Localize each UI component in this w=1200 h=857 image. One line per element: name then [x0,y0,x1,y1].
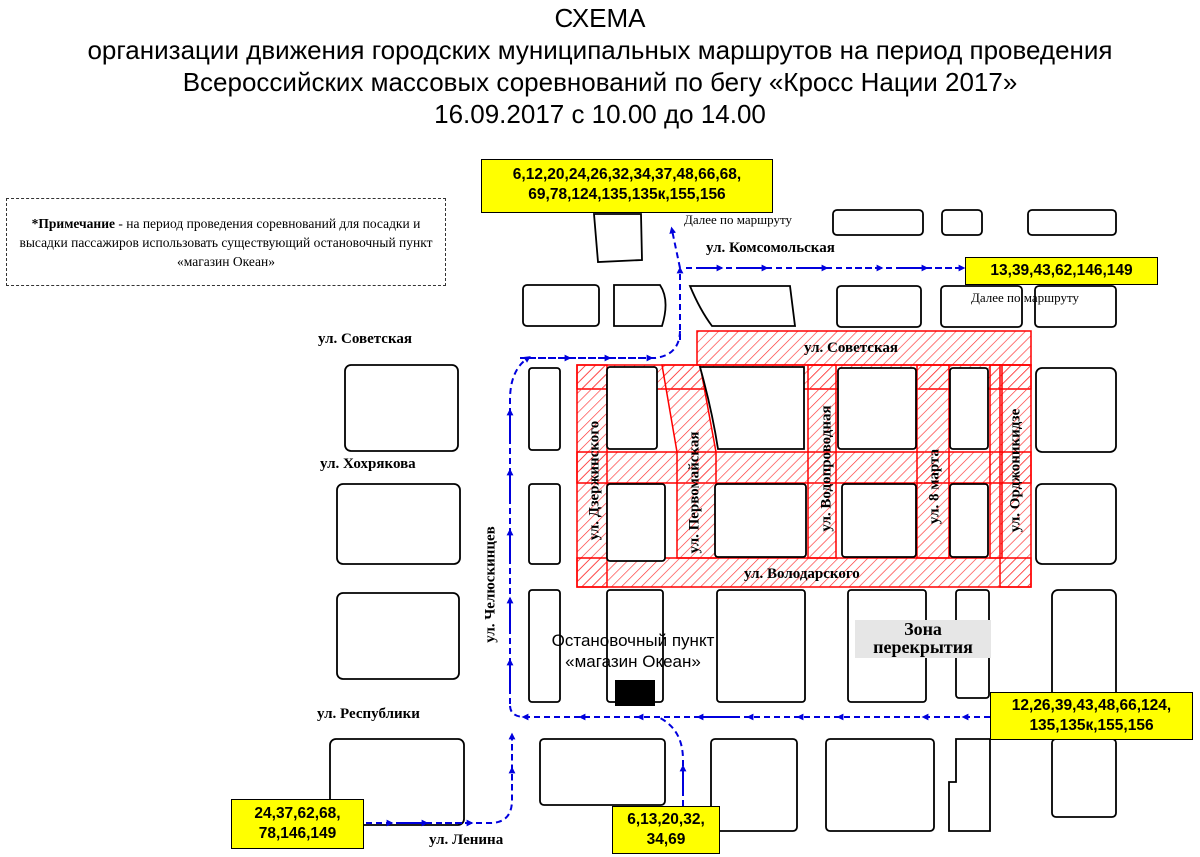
closure-zone-label-line2: перекрытия [873,637,973,657]
bus-stop-label-line2: «магазин Океан» [565,652,701,671]
scheme-date: 16.09.2017 с 10.00 до 14.00 [434,99,766,129]
bus-stop-label-line1: Остановочный пункт [551,631,715,650]
further-route-top: Далее по маршруту [684,212,792,227]
bus-stop-marker [615,680,655,706]
note-text: - на период проведения соревнований для … [19,216,433,269]
note-box: *Примечание - на период проведения сорев… [6,198,446,286]
scheme-title: СХЕМА [554,3,646,33]
route-box-bottom-middle-line1: 6,13,20,32, [627,811,705,828]
route-box-bottom-middle: 6,13,20,32, 34,69 [612,806,720,854]
route-box-bottom-left-line1: 24,37,62,68, [254,805,341,822]
street-sovetskaya-left: ул. Советская [318,331,412,347]
street-8-marta: ул. 8 марта [926,448,943,525]
route-box-bottom-left: 24,37,62,68, 78,146,149 [231,799,364,849]
route-box-top-line2: 69,78,124,135,135к,155,156 [528,186,726,203]
bus-stop-label: Остановочный пункт «магазин Океан» [538,630,728,672]
route-box-right-bottom-line2: 135,135к,155,156 [1029,717,1154,734]
closure-zone-label-line1: Зона [904,619,942,639]
scheme-subtitle-1: организации движения городских муниципал… [87,35,1113,65]
street-sovetskaya-zone: ул. Советская [804,340,898,356]
closure-zone-label: Зона перекрытия [855,620,991,658]
street-dzerzhinskogo: ул. Дзержинского [586,420,603,541]
route-box-right-top: 13,39,43,62,146,149 [965,257,1158,285]
route-box-bottom-left-line2: 78,146,149 [258,825,337,842]
street-komsomolskaya: ул. Комсомольская [706,240,835,256]
route-box-top: 6,12,20,24,26,32,34,37,48,66,68, 69,78,1… [481,159,773,213]
route-box-right-bottom: 12,26,39,43,48,66,124, 135,135к,155,156 [990,692,1193,740]
street-volodarskogo: ул. Володарского [744,566,860,582]
route-box-top-line1: 6,12,20,24,26,32,34,37,48,66,68, [512,166,742,183]
further-route-right: Далее по маршруту [971,290,1079,305]
street-chelyuskintsev: ул. Челюскинцев [482,526,499,643]
route-box-right-bottom-line1: 12,26,39,43,48,66,124, [1011,697,1172,714]
street-lenina: ул. Ленина [429,832,504,848]
note-title: *Примечание [31,216,115,231]
street-ordzhonikidze: ул. Орджоникидзе [1007,408,1024,533]
scheme-subtitle-2: Всероссийских массовых соревнований по б… [182,67,1018,97]
route-arrows [366,226,990,827]
street-vodoprovodnaya: ул. Водопроводная [818,405,835,532]
street-khokhryakova: ул. Хохрякова [320,456,416,472]
street-respubliki: ул. Республики [317,706,420,722]
street-pervomayskaya: ул. Первомайская [686,431,703,554]
route-box-bottom-middle-line2: 34,69 [646,831,686,848]
